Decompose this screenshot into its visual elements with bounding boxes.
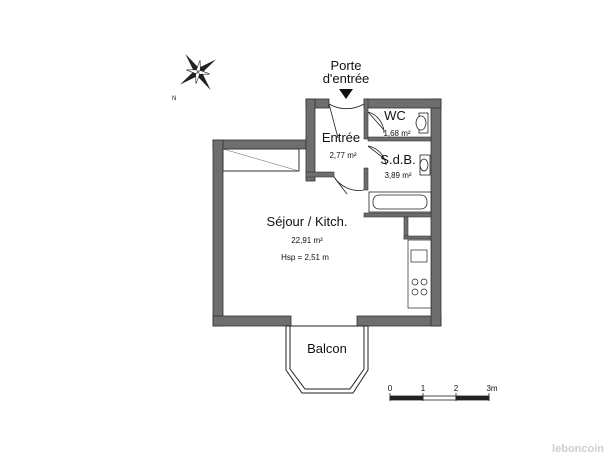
room-balcon-name: Balcon bbox=[307, 341, 347, 356]
compass-rose bbox=[179, 53, 217, 91]
room-wc-area: 1,68 m² bbox=[383, 129, 410, 138]
scale-tick-2: 2 bbox=[454, 384, 459, 393]
exterior-walls bbox=[212, 98, 442, 327]
window-frame bbox=[222, 148, 300, 172]
interior-walls bbox=[305, 98, 432, 240]
sink-fixture bbox=[419, 154, 431, 176]
room-sejour-area: 22,91 m² bbox=[291, 236, 323, 245]
room-sdb-area: 3,89 m² bbox=[384, 171, 411, 180]
entrance-label-line2: d'entrée bbox=[323, 71, 370, 86]
room-entree-name: Entrée bbox=[322, 130, 360, 145]
room-sdb-name: S.d.B. bbox=[380, 152, 415, 167]
bathtub-fixture bbox=[368, 191, 432, 213]
room-sejour-name: Séjour / Kitch. bbox=[267, 214, 348, 229]
scale-bar bbox=[389, 393, 490, 401]
toilet-fixture bbox=[415, 112, 429, 134]
watermark-logo: leboncoin bbox=[552, 443, 604, 455]
entrance-label-line1: Porte bbox=[330, 58, 361, 73]
scale-tick-0: 0 bbox=[388, 384, 393, 393]
entrance-arrow-icon bbox=[339, 89, 353, 99]
scale-tick-3: 3m bbox=[486, 384, 497, 393]
compass-north-label: N bbox=[172, 96, 176, 102]
balcony-outline bbox=[285, 325, 369, 394]
kitchen-counter bbox=[407, 239, 432, 309]
entry-door bbox=[328, 103, 365, 139]
living-door bbox=[333, 176, 365, 195]
room-sejour-height: Hsp = 2,51 m bbox=[281, 253, 329, 262]
sdb-door bbox=[367, 145, 387, 166]
scale-tick-1: 1 bbox=[421, 384, 426, 393]
wc-door bbox=[367, 111, 385, 134]
room-wc-name: WC bbox=[384, 108, 406, 123]
room-entree-area: 2,77 m² bbox=[329, 151, 356, 160]
